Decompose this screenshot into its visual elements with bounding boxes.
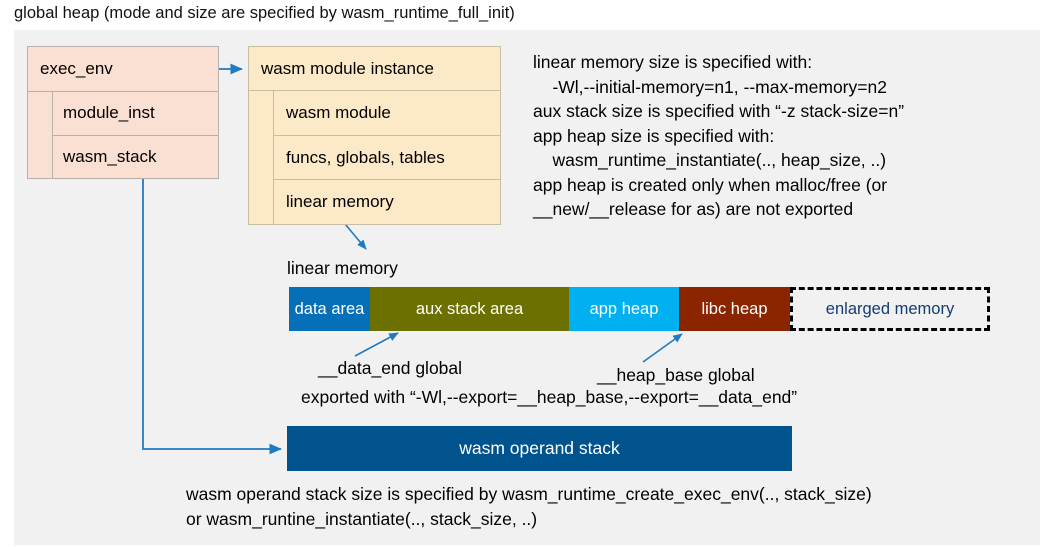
module-instance-field-linear-memory: linear memory <box>286 192 394 212</box>
module-instance-field-funcs-globals-tables: funcs, globals, tables <box>274 136 500 181</box>
wasm-module-instance-box: wasm module instance wasm module funcs, … <box>248 46 501 225</box>
annotation-data-end: __data_end global <box>318 358 463 378</box>
exec-env-field-module-inst: module_inst <box>53 92 218 136</box>
annotation-exported-with: exported with “-Wl,--export=__heap_base,… <box>301 387 798 407</box>
operand-stack-caption: wasm operand stack size is specified by … <box>186 484 872 529</box>
annotation-heap-base: __heap_base global <box>597 365 755 385</box>
linear-memory-label: linear memory <box>287 258 398 278</box>
exec-env-field-wasm-stack: wasm_stack <box>63 146 157 166</box>
memory-size-note: linear memory size is specified with: -W… <box>533 52 905 219</box>
memory-segment-libc-heap: libc heap <box>679 287 790 331</box>
module-instance-header: wasm module instance <box>248 46 501 91</box>
module-instance-field-wasm-module: wasm module <box>274 91 500 136</box>
memory-segment-aux-stack-area: aux stack area <box>370 287 569 331</box>
exec-env-body: module_inst wasm_stack <box>27 92 219 179</box>
exec-env-gutter <box>28 92 53 178</box>
page-title: global heap (mode and size are specified… <box>14 4 515 22</box>
memory-segment-data-area: data area <box>289 287 370 331</box>
exec-env-box: exec_env module_inst wasm_stack <box>27 46 219 179</box>
module-instance-body: wasm module funcs, globals, tables linea… <box>248 91 501 225</box>
wasm-operand-stack-box: wasm operand stack <box>287 426 792 471</box>
module-instance-fields: wasm module funcs, globals, tables linea… <box>274 91 500 224</box>
exec-env-header: exec_env <box>27 46 219 92</box>
module-instance-gutter <box>249 91 274 224</box>
memory-segment-app-heap: app heap <box>569 287 679 331</box>
memory-segment-enlarged-memory: enlarged memory <box>790 287 990 331</box>
exec-env-fields: module_inst wasm_stack <box>53 92 218 178</box>
